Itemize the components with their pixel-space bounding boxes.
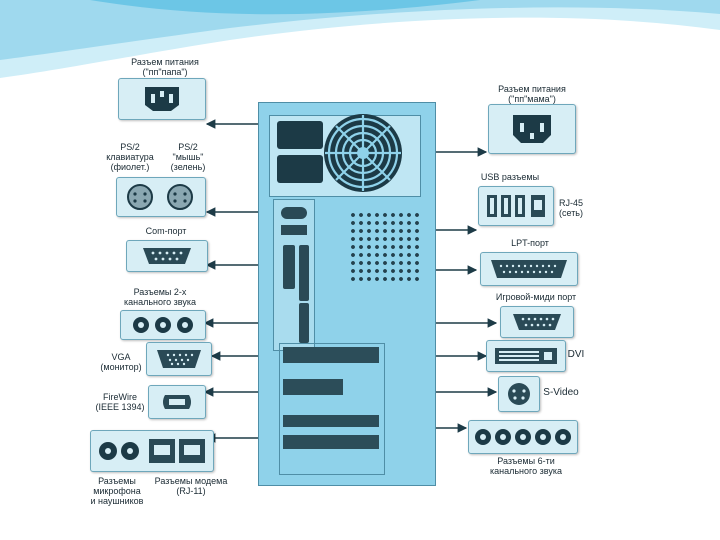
audio-6ch-jacks-icon: [473, 426, 573, 448]
rj45-label: RJ-45(сеть): [554, 198, 588, 218]
dvi-label: DVI: [564, 350, 588, 360]
fan-icon: [322, 112, 404, 194]
mic-headphone-jacks-icon: [97, 439, 141, 463]
vent-grid: [349, 211, 419, 281]
com-connector: [126, 240, 208, 272]
mic-modem-connectors: [90, 430, 214, 472]
com-port-label: Com-порт: [128, 226, 204, 236]
power-socket-female-icon: [509, 113, 555, 145]
vga-port-icon: [155, 348, 203, 370]
ps2-keyboard-port-icon: [125, 183, 155, 211]
dvi-connector: [486, 340, 566, 372]
modem-rj11-icon: [147, 437, 207, 465]
audio-6ch-connector: [468, 420, 578, 454]
com-port: [283, 245, 295, 289]
ps2-connectors: [116, 177, 206, 217]
dvi-port-icon: [493, 346, 559, 366]
power-out-connector: [488, 104, 576, 154]
ps2-ports: [281, 207, 307, 219]
svideo-connector: [498, 376, 540, 412]
audio-ports: [299, 303, 309, 343]
usb-ports-icon: [485, 193, 547, 219]
audio-jacks-icon: [129, 315, 197, 335]
lpt-label: LPT-порт: [490, 238, 570, 248]
firewire-connector: [148, 385, 206, 419]
power-out-label: Разъем питания("пп"мама"): [482, 84, 582, 104]
usb-rj45-connectors: [478, 186, 554, 226]
ps2-mouse-port-icon: [165, 183, 195, 211]
game-midi-connector: [500, 306, 574, 338]
slot-covers: [279, 343, 385, 475]
lpt-port: [299, 245, 309, 301]
lpt-port-icon: [489, 258, 569, 280]
lpt-connector: [480, 252, 578, 286]
firewire-label: FireWire(IEEE 1394): [94, 392, 146, 412]
vga-label: VGA(монитор): [98, 352, 144, 372]
psu-socket-male: [277, 121, 323, 149]
svideo-port-icon: [505, 381, 533, 407]
firewire-port-icon: [159, 393, 195, 411]
modem-label: Разъемы модема(RJ-11): [150, 476, 232, 496]
audio-2ch-connector: [120, 310, 206, 340]
svideo-label: S-Video: [540, 388, 582, 398]
power-in-connector: [118, 78, 206, 120]
game-port-icon: [511, 312, 563, 332]
power-socket-icon: [141, 85, 183, 113]
ps2-mouse-label: PS/2"мышь"(зелень): [163, 142, 213, 172]
game-midi-label: Игровой-миди порт: [488, 292, 584, 302]
usb-ports: [281, 225, 307, 235]
power-in-label: Разъем питания("пп"папа"): [110, 57, 220, 77]
com-port-icon: [141, 246, 193, 266]
usb-label: USB разъемы: [470, 172, 550, 182]
psu-socket-female: [277, 155, 323, 183]
vga-connector: [146, 342, 212, 376]
